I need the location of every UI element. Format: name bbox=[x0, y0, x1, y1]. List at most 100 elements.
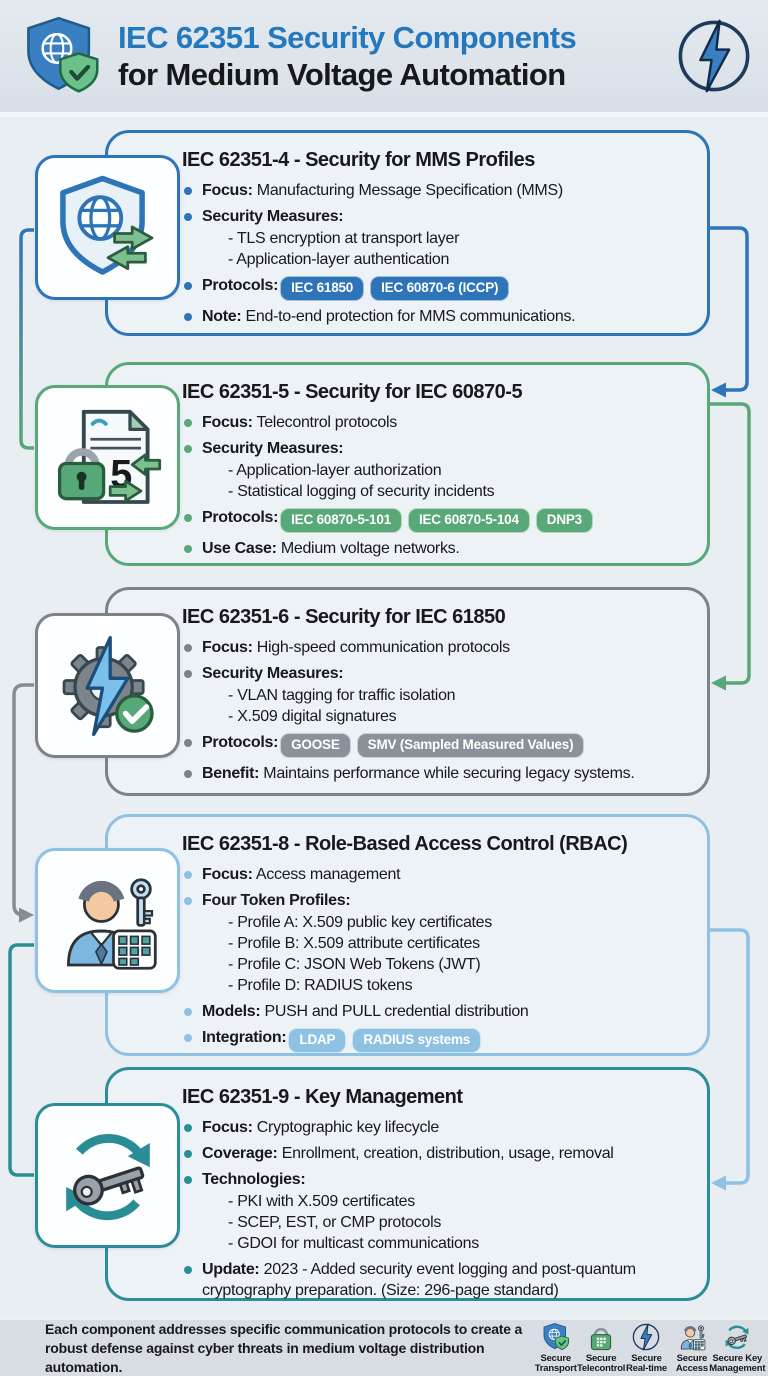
protocol-badge: GOOSE bbox=[280, 733, 351, 758]
item-text: End-to-end protection for MMS communicat… bbox=[241, 308, 576, 325]
sub-item: TLS encryption at transport layer bbox=[202, 228, 693, 249]
bullet-dot bbox=[184, 769, 192, 778]
protocol-badge: IEC 61850 bbox=[280, 276, 365, 301]
card-bullet-item: Focus: Manufacturing Message Specificati… bbox=[182, 180, 693, 201]
sub-item: Statistical logging of security incident… bbox=[202, 481, 693, 502]
connector-icon4-icon5-left bbox=[8, 943, 34, 1177]
page-title: IEC 62351 Security Components for Medium… bbox=[118, 19, 660, 93]
item-label: Benefit: bbox=[202, 765, 260, 782]
card-bullet-item: Coverage: Enrollment, creation, distribu… bbox=[182, 1143, 693, 1164]
footer-summary: Each component addresses specific commun… bbox=[45, 1320, 523, 1375]
item-label: Focus: bbox=[202, 414, 253, 431]
item-label: Focus: bbox=[202, 866, 253, 883]
bullet-dot bbox=[184, 643, 192, 652]
item-label: Security Measures: bbox=[202, 440, 344, 457]
legend-item: Secure Key Management bbox=[709, 1322, 766, 1375]
legend-item: Secure Telecontrol bbox=[577, 1322, 625, 1375]
document-lock-icon bbox=[35, 385, 180, 530]
sub-item: GDOI for multicast communications bbox=[202, 1233, 693, 1254]
protocol-badge: IEC 60870-5-101 bbox=[280, 508, 402, 533]
bullet-dot bbox=[184, 1265, 192, 1274]
protocol-badge: SMV (Sampled Measured Values) bbox=[356, 733, 585, 758]
person-key-icon bbox=[35, 848, 180, 993]
card-bullet-item: Use Case: Medium voltage networks. bbox=[182, 538, 693, 559]
card-title: IEC 62351-5 - Security for IEC 60870-5 bbox=[182, 381, 523, 403]
card-bullet-item: Benefit: Maintains performance while sec… bbox=[182, 763, 693, 784]
standard-card: IEC 62351-6 - Security for IEC 61850 Foc… bbox=[35, 587, 710, 796]
sub-item: Application-layer authorization bbox=[202, 460, 693, 481]
page-title-line1: IEC 62351 Security Components bbox=[118, 20, 577, 55]
sub-item: X.509 digital signatures bbox=[202, 706, 693, 727]
standard-card: IEC 62351-5 - Security for IEC 60870-5 F… bbox=[35, 362, 710, 566]
card-bullet-item: Update: 2023 - Added security event logg… bbox=[182, 1259, 693, 1301]
sub-item: Profile A: X.509 public key certificates bbox=[202, 912, 693, 933]
bullet-dot bbox=[184, 1149, 192, 1158]
item-label: Coverage: bbox=[202, 1145, 278, 1162]
card-bullet-item: Focus: Telecontrol protocols bbox=[182, 412, 693, 433]
bullet-dot bbox=[184, 870, 192, 879]
bullet-dot bbox=[184, 212, 192, 221]
card-bullet-item: Note: End-to-end protection for MMS comm… bbox=[182, 306, 693, 327]
key-lifecycle-icon bbox=[35, 1103, 180, 1248]
standard-card: IEC 62351-8 - Role-Based Access Control … bbox=[35, 814, 710, 1056]
item-text: 2023 - Added security event logging and … bbox=[202, 1261, 636, 1299]
arrowhead-card3 bbox=[711, 675, 726, 691]
connector-card2-card3-right bbox=[710, 402, 751, 685]
connector-card4-card5-right bbox=[710, 928, 750, 1185]
bullet-dot bbox=[184, 418, 192, 427]
bullet-dot bbox=[184, 513, 192, 522]
bullet-dot bbox=[184, 896, 192, 905]
item-label: Models: bbox=[202, 1003, 261, 1020]
bullet-dot bbox=[184, 312, 192, 321]
card-title: IEC 62351-8 - Role-Based Access Control … bbox=[182, 833, 628, 855]
item-label: Security Measures: bbox=[202, 665, 344, 682]
item-label: Protocols: bbox=[202, 509, 279, 526]
item-label: Focus: bbox=[202, 182, 253, 199]
protocol-badge: RADIUS systems bbox=[352, 1028, 482, 1053]
card-bullet-item: Four Token Profiles:Profile A: X.509 pub… bbox=[182, 890, 693, 996]
bullet-dot bbox=[184, 1175, 192, 1184]
item-label: Update: bbox=[202, 1261, 260, 1278]
bullet-dot bbox=[184, 1123, 192, 1132]
item-text: Access management bbox=[252, 866, 401, 883]
item-label: Protocols: bbox=[202, 277, 279, 294]
arrowhead-icon4 bbox=[19, 907, 34, 923]
legend-label: Secure Key Management bbox=[709, 1352, 766, 1374]
item-text: Manufacturing Message Specification (MMS… bbox=[252, 182, 563, 199]
legend-label: Secure Transport bbox=[534, 1352, 577, 1374]
legend-item: Secure Real-time bbox=[624, 1322, 669, 1375]
sub-item: Profile D: RADIUS tokens bbox=[202, 975, 693, 996]
arrowhead-card2 bbox=[711, 382, 726, 398]
person-key-icon bbox=[677, 1322, 707, 1352]
protocol-badge: IEC 60870-6 (ICCP) bbox=[370, 276, 510, 301]
legend-item: Secure Access bbox=[669, 1322, 714, 1375]
item-label: Focus: bbox=[202, 1119, 253, 1136]
padlock-icon bbox=[586, 1322, 616, 1352]
sub-item: Profile C: JSON Web Tokens (JWT) bbox=[202, 954, 693, 975]
card-title: IEC 62351-9 - Key Management bbox=[182, 1086, 463, 1108]
bullet-dot bbox=[184, 738, 192, 747]
bullet-dot bbox=[184, 281, 192, 290]
item-label: Use Case: bbox=[202, 540, 277, 557]
card-title: IEC 62351-4 - Security for MMS Profiles bbox=[182, 149, 535, 171]
item-label: Focus: bbox=[202, 639, 253, 656]
sub-item: Application-layer authentication bbox=[202, 249, 693, 270]
connector-icon3-icon4-left bbox=[12, 683, 34, 917]
shield-globe-exchange-icon bbox=[35, 155, 180, 300]
bullet-dot bbox=[184, 444, 192, 453]
card-items: Focus: Manufacturing Message Specificati… bbox=[182, 180, 693, 327]
item-text: Telecontrol protocols bbox=[252, 414, 398, 431]
bullet-dot bbox=[184, 186, 192, 195]
card-title: IEC 62351-6 - Security for IEC 61850 bbox=[182, 606, 506, 628]
protocol-badge: DNP3 bbox=[535, 508, 593, 533]
header: IEC 62351 Security Components for Medium… bbox=[0, 0, 768, 117]
footer: Each component addresses specific commun… bbox=[0, 1317, 768, 1376]
sub-item: VLAN tagging for traffic isolation bbox=[202, 685, 693, 706]
standard-card: IEC 62351-4 - Security for MMS Profiles … bbox=[35, 130, 710, 336]
